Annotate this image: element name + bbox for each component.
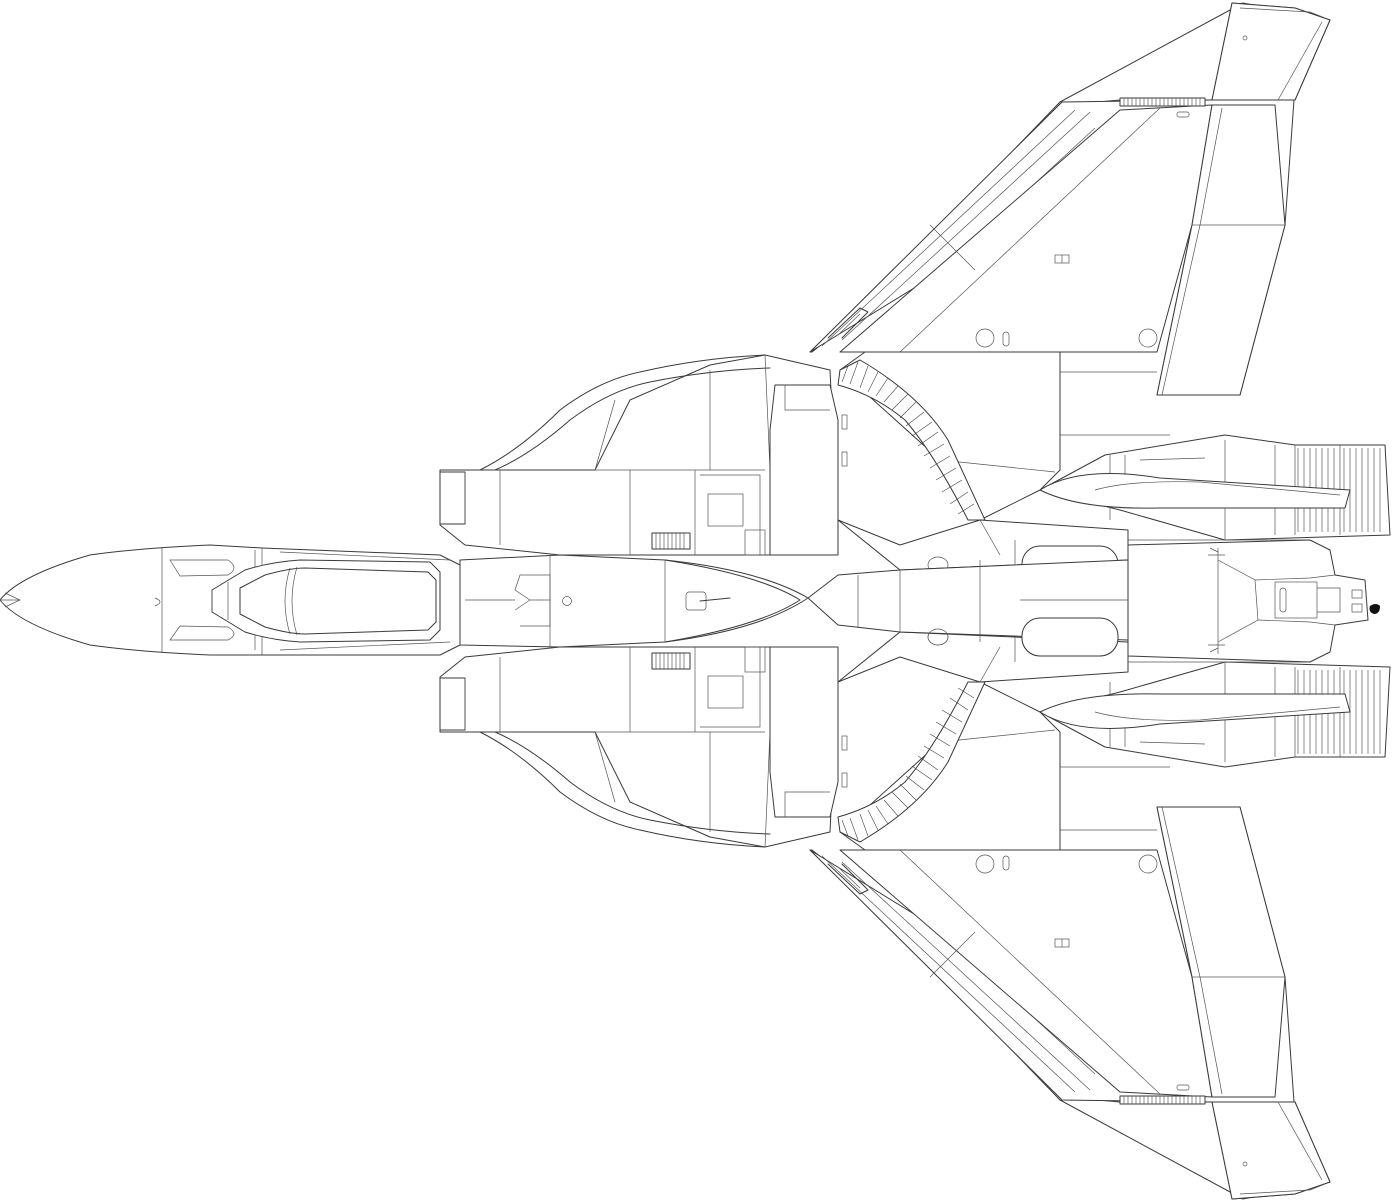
wing-slat-vents	[1119, 97, 1206, 107]
intake-lip-mirror	[439, 677, 466, 731]
intake-outer-mirror	[479, 731, 766, 848]
aircraft-upper-half	[439, 2, 1391, 585]
intake-vent-mirror	[651, 652, 691, 670]
engine-fairing-mirror	[1039, 693, 1351, 729]
engine-fairing	[1039, 473, 1351, 509]
intake-outer	[479, 354, 766, 471]
canopy-glass	[239, 567, 437, 635]
fuselage-centre	[0, 539, 1380, 663]
wingtip-mirror	[1211, 1101, 1331, 1200]
tail-cone	[1127, 539, 1369, 663]
wing-slat-vents-mirror	[1119, 1095, 1206, 1105]
intake-lip	[439, 471, 466, 525]
aircraft-lower-half	[439, 617, 1391, 1200]
dorsal-spine	[459, 554, 809, 648]
airbrake-panel-lower	[1021, 617, 1119, 657]
wingtip	[1211, 2, 1331, 101]
intake-vent	[651, 532, 691, 550]
